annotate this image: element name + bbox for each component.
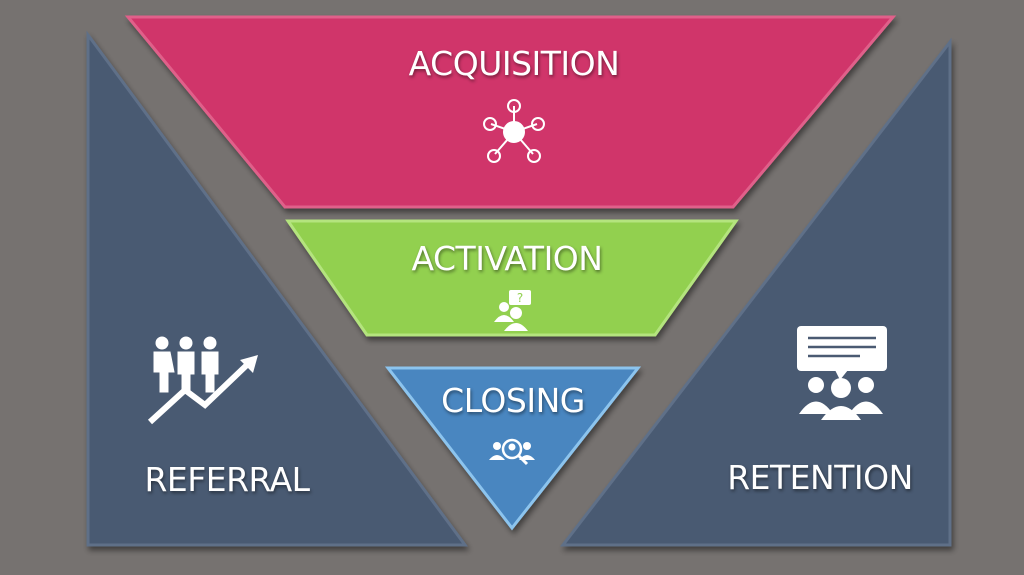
referral-label: REFERRAL: [144, 460, 310, 499]
acquisition-label: ACQUISITION: [408, 44, 620, 83]
people-question-icon: ?: [494, 290, 531, 331]
referral-shape: [86, 30, 468, 547]
people-chat-icon: [797, 326, 887, 420]
activation-label: ACTIVATION: [411, 239, 603, 278]
activation-shape: [285, 219, 739, 337]
svg-text:?: ?: [517, 291, 523, 305]
retention-label: RETENTION: [727, 458, 913, 497]
closing-label: CLOSING: [441, 381, 585, 420]
people-search-icon: [489, 438, 535, 466]
network-people-icon: [483, 99, 545, 163]
people-growth-arrow-icon: [147, 336, 258, 425]
